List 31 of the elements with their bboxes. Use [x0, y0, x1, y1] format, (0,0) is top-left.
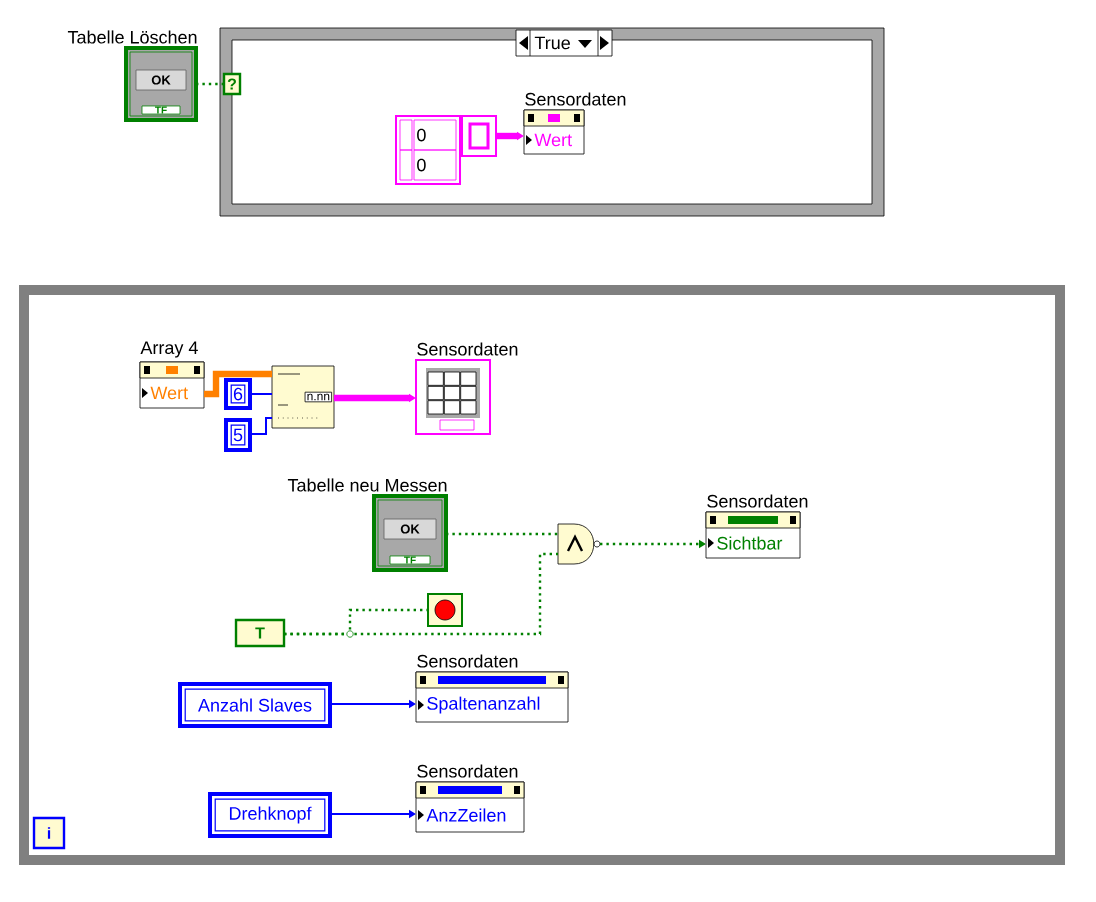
stop-terminal	[427, 593, 463, 627]
wire	[446, 532, 558, 536]
numeric-control: Anzahl Slaves	[178, 682, 332, 728]
boolean-constant: T	[234, 618, 286, 648]
wire	[249, 393, 273, 395]
node-label: Array 4	[140, 341, 198, 358]
property-node: Wert	[523, 109, 585, 155]
node-label: Sensordaten	[417, 654, 518, 668]
node-label: Sensordaten	[525, 92, 626, 106]
node-label: Sensordaten	[417, 764, 518, 778]
property-node: AnzZeilen	[415, 781, 525, 833]
node-label: Tabelle neu Messen	[287, 478, 447, 492]
property-node: Spaltenanzahl	[415, 671, 569, 723]
numeric-constant: 5	[224, 418, 252, 452]
node-label: Tabelle Löschen	[67, 30, 197, 44]
iteration-terminal: i	[32, 816, 66, 850]
node-label: Sensordaten	[417, 342, 518, 356]
selector-terminal: ?	[222, 72, 242, 96]
numeric-control: Drehknopf	[208, 792, 332, 838]
case-selector: True	[515, 29, 613, 57]
numeric-constant: 6	[224, 378, 252, 410]
wire	[204, 370, 272, 398]
wire	[284, 608, 428, 636]
wire	[196, 82, 224, 86]
logic-gate	[557, 523, 601, 565]
node-label: Sensordaten	[707, 494, 808, 508]
array-function	[461, 115, 497, 157]
while-loop	[19, 285, 1065, 865]
property-node: Sichtbar	[705, 511, 801, 559]
property-node: Wert	[139, 361, 205, 409]
wire	[249, 417, 273, 435]
